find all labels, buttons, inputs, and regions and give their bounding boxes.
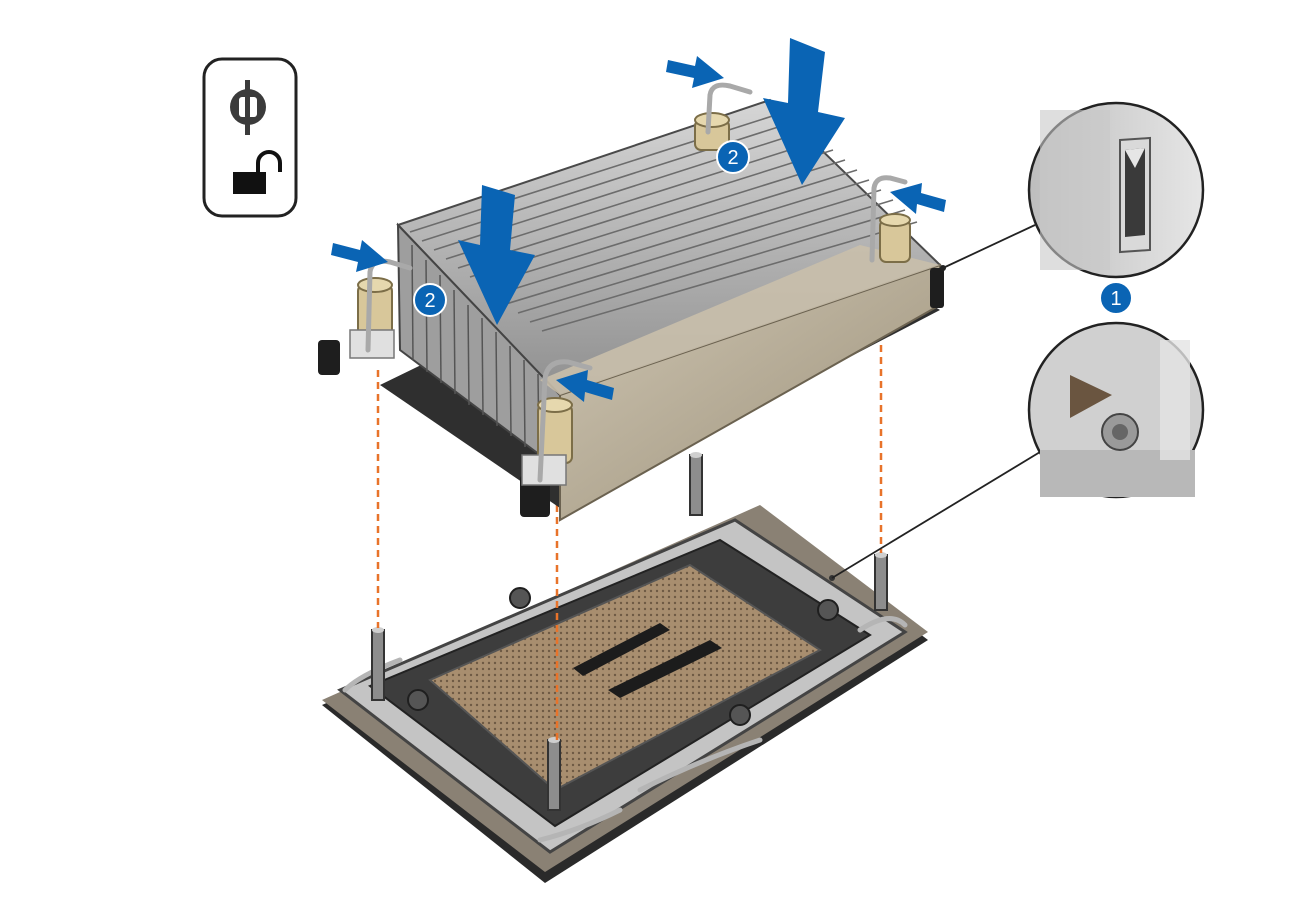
alignment-guide-lines <box>376 345 883 740</box>
guide-pin-right <box>874 552 888 611</box>
guide-pin-front <box>547 737 561 811</box>
captive-nut-front <box>521 397 573 486</box>
arrow-side-back <box>666 56 724 88</box>
zoom-leader-top <box>942 224 1036 269</box>
svg-text:2: 2 <box>424 290 435 312</box>
callout-2-left: 2 <box>413 283 447 317</box>
svg-text:1: 1 <box>1110 288 1121 310</box>
arrow-down-right <box>763 38 845 185</box>
legend-box <box>202 57 298 218</box>
svg-text:2: 2 <box>727 147 738 169</box>
socket-pin-field <box>428 563 822 792</box>
captive-nut-back <box>694 112 730 151</box>
arrow-side-right <box>890 183 946 214</box>
zoom-socket-triangle <box>1027 321 1205 499</box>
unlock-padlock-icon <box>233 150 282 194</box>
arrow-down-left <box>458 185 535 325</box>
push-arrows <box>331 38 946 402</box>
zoom-leader-bottom <box>831 451 1041 579</box>
guide-pin-left <box>371 627 385 701</box>
processor-socket <box>322 452 928 883</box>
zoom-heatsink-triangle <box>1027 101 1205 279</box>
callout-2-top: 2 <box>716 140 750 174</box>
guide-pin-back <box>689 452 703 516</box>
captive-nut-right <box>879 213 911 263</box>
heat-sink <box>318 82 944 522</box>
arrow-side-left <box>331 240 388 272</box>
arrow-side-front <box>556 370 614 402</box>
callout-1: 1 <box>1099 281 1133 315</box>
torx-screwdriver-icon <box>230 80 266 135</box>
